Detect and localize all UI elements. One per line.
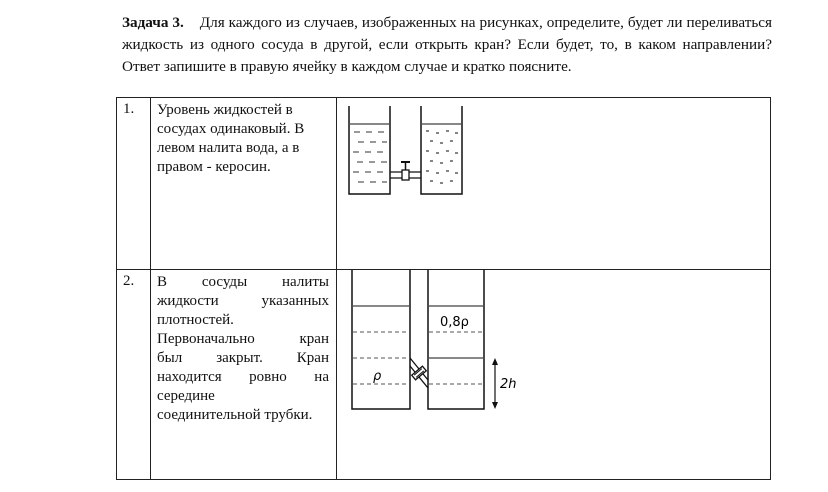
valve-icon: [401, 169, 410, 181]
table-border-top: [116, 97, 771, 98]
row-1-description: Уровень жидкостей в сосудах одинаковый. …: [157, 101, 332, 177]
row-2-description: В сосуды налиты жидкости указанных плотн…: [157, 273, 329, 425]
text-line: жидкости указанных: [157, 293, 329, 309]
kerosene-fill: [426, 130, 458, 184]
text-line: находится ровно на: [157, 369, 329, 385]
task-statement: Задача 3. Для каждого из случаев, изобра…: [122, 12, 772, 78]
text-line: Уровень жидкостей в: [157, 102, 293, 118]
text-line: плотностей.: [157, 312, 234, 328]
task-text: Для каждого из случаев, изображенных на …: [122, 14, 773, 75]
text-line: В сосуды налиты: [157, 274, 329, 290]
figure-vessels-2: 0,8ρ ρ 2h: [351, 270, 517, 410]
left-density-label: ρ: [373, 369, 382, 384]
text-line: правом - керосин.: [157, 159, 271, 175]
table-border-left: [116, 97, 117, 480]
table-col-divider-1: [150, 97, 151, 480]
row-number: 2.: [123, 273, 135, 289]
valve-icon: [410, 365, 428, 381]
table-col-divider-2: [336, 97, 337, 480]
text-line: сосудах одинаковый. В: [157, 121, 305, 137]
table-row-divider: [116, 269, 771, 270]
left-liquid-fill: [353, 331, 409, 385]
right-density-label: 0,8ρ: [440, 315, 469, 330]
left-vessel: [351, 270, 411, 410]
right-liquid-fill: [429, 331, 483, 385]
figure-vessels-1: [348, 106, 463, 195]
text-line: был закрыт. Кран: [157, 350, 329, 366]
text-line: Первоначально кран: [157, 331, 329, 347]
task-title: Задача 3.: [122, 14, 184, 31]
text-line: левом налита вода, а в: [157, 140, 300, 156]
water-fill: [353, 131, 387, 183]
text-line: середине: [157, 388, 215, 404]
left-vessel: [348, 106, 391, 195]
table-border-bottom: [116, 479, 771, 480]
table-border-right: [770, 97, 771, 480]
right-vessel: [420, 106, 463, 195]
right-vessel: [427, 270, 485, 410]
height-label: 2h: [500, 377, 517, 392]
row-number: 1.: [123, 101, 135, 117]
text-line: соединительной трубки.: [157, 407, 313, 423]
